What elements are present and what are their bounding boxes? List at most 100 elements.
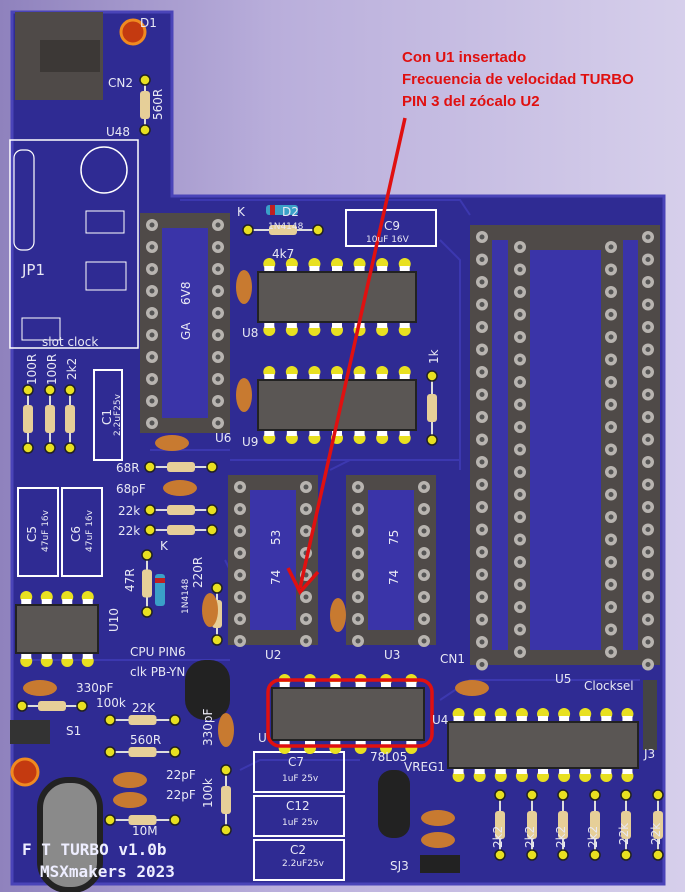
resistor [139,74,151,136]
ceramic-capacitor [330,598,346,632]
label-c2: C2 [290,843,306,857]
label-1k: 1k [427,349,441,364]
label-d2: D2 [282,205,299,219]
label-100k-a: 100k [96,696,126,710]
resistor [494,789,506,861]
diode [266,205,298,215]
u3-socket [346,475,436,647]
annotation-line-1: Con U1 insertado [402,49,526,66]
label-sj3: SJ3 [390,859,409,873]
c2-capacitor [253,839,345,881]
label-r-bottom-3: 2k2 [554,826,568,848]
resistor [652,789,664,861]
resistor [620,789,632,861]
label-j3: J3 [643,747,655,761]
c1-capacitor [93,369,123,461]
label-c7-value: 1uF 25v [282,774,319,784]
led-d-bottom [10,757,40,787]
ceramic-capacitor [23,680,57,696]
u1-highlight-box [266,678,434,748]
label-u2-chip-b: 74 [269,570,283,585]
label-2k2: 2k2 [65,358,79,380]
resistor [141,549,153,618]
label-k2: K [160,539,169,553]
label-100k-b: 100k [201,778,215,808]
label-c9-value: 10uF 16V [366,235,410,245]
silkscreen: U48 CN2 560R D1 JP1 slot clock U6 6V8 GA… [21,16,663,881]
board-credit: MSXmakers 2023 [40,862,175,881]
resistor [104,814,181,826]
annotation-line-2: Frecuencia de velocidad TURBO [402,71,634,88]
pcb-traces [20,199,640,771]
jp1-pad [85,210,125,234]
label-vreg1: VREG1 [404,760,445,774]
resistor [144,461,218,473]
label-s1: S1 [66,724,81,738]
ceramic-capacitor [236,378,252,412]
crystal [37,777,103,892]
diode [155,574,165,606]
label-c12-value: 1uF 25v [282,818,319,828]
board-title: F T TURBO v1.0b [22,840,167,859]
ceramic-capacitor [113,792,147,808]
label-220r: 220R [191,557,205,588]
label-22pf-b: 22pF [166,788,196,802]
label-c7: C7 [288,755,304,769]
c6-capacitor [61,487,103,577]
label-1n4148: 1N4148 [181,578,191,614]
resistor [589,789,601,861]
u5-inner-socket [508,235,623,665]
resistor [44,384,56,454]
label-r-bottom-4: 2k2 [586,826,600,848]
ceramic-capacitor [113,772,147,788]
sj3-header [420,855,460,873]
label-u5: U5 [555,672,571,686]
label-cn1: CN1 [440,652,465,666]
u8-chip [257,258,417,336]
resistor [22,384,34,454]
label-u8: U8 [242,326,258,340]
label-clocksel: Clocksel [584,679,634,693]
jp1-pad [21,317,61,341]
label-22pf-a: 22pF [166,768,196,782]
j3-header [643,680,657,750]
ceramic-capacitor [218,713,234,747]
u4-chip [447,708,639,782]
label-22k-c: 22K [132,701,156,715]
label-u3-chip-b: 74 [387,570,401,585]
ceramic-capacitor [421,832,455,848]
label-u6-chip-a: 6V8 [179,282,193,305]
c7-capacitor [253,751,345,793]
label-r-bottom-6: 22k [649,823,663,845]
resistor [557,789,569,861]
jp1-outline [9,139,139,349]
resistor [144,504,218,516]
resistor [242,224,324,236]
jp1-header [13,149,35,251]
label-clk: clk PB-YN [130,665,185,679]
label-u10: U10 [107,608,121,632]
label-78l05: 78L05 [370,750,407,764]
label-slot-clock: slot clock [42,335,98,349]
label-cn2: CN2 [108,76,133,90]
label-u6-chip-b: GA [179,322,193,340]
resistor [144,524,218,536]
label-c9: C9 [384,219,400,233]
label-10m: 10M [132,824,158,838]
resistor [426,370,438,446]
label-100r-a: 100R [25,354,39,385]
label-c5: C5 [25,526,39,542]
resistor [526,789,538,861]
annotation-arrow [298,117,407,589]
label-560r: 560R [151,89,165,120]
label-r-bottom-1: 2k2 [491,826,505,848]
label-u3: U3 [384,648,400,662]
label-c5-value: 47uF 16v [41,509,51,552]
label-jp1: JP1 [21,261,45,279]
label-c6: C6 [69,526,83,542]
label-u9: U9 [242,435,258,449]
label-c12: C12 [286,799,310,813]
resistor [64,384,76,454]
label-47r: 47R [123,568,137,592]
